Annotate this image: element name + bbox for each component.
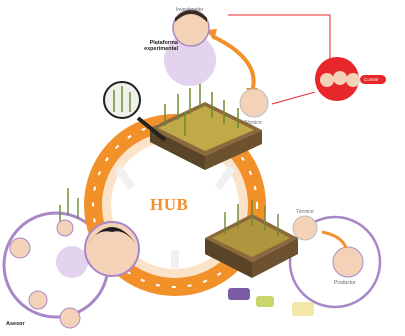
left-lilac-disc: [56, 246, 88, 278]
label-right-technician: Técnico: [296, 209, 314, 215]
label-producer: Productor: [334, 280, 356, 286]
person-icon-small: [28, 290, 48, 310]
person-icon-small: [56, 219, 74, 237]
person-icon-right: [292, 215, 318, 241]
label-advisor: Asesor: [6, 321, 25, 327]
person-icon-producer: [332, 246, 364, 278]
right-network-ring: [288, 215, 382, 309]
document-icon: [292, 302, 314, 316]
plant-icon-left: [59, 188, 79, 222]
label-investigator: Investigador: [176, 7, 204, 13]
group-member-face: [333, 71, 347, 85]
group-member-face: [346, 73, 360, 87]
hub-spokes: [114, 165, 236, 268]
group-member-face: [320, 73, 334, 87]
label-platform: Plataforma experimental: [144, 40, 178, 52]
person-icon-advisor: [84, 221, 140, 277]
label-committee: Comité: [364, 77, 379, 82]
vehicle-icon: [256, 296, 274, 307]
person-icon-small: [59, 307, 81, 329]
person-icon-technician: [239, 88, 269, 118]
label-technician: Técnico: [244, 120, 262, 126]
magnifier-inset: [103, 81, 167, 142]
group-tag: [360, 75, 386, 84]
field-plot-bottom: [205, 200, 298, 278]
arrow-technician-producer: [321, 230, 348, 249]
person-icon-small: [9, 237, 31, 259]
hub-label: HUB: [150, 195, 189, 214]
vehicle-icon: [228, 288, 250, 300]
red-link-top: [228, 14, 331, 60]
person-hair: [175, 10, 207, 22]
top-lilac-disc: [164, 34, 216, 86]
red-link-mid: [271, 91, 316, 105]
person-hair: [88, 227, 136, 244]
arrow-investigator-technician: [211, 34, 256, 93]
